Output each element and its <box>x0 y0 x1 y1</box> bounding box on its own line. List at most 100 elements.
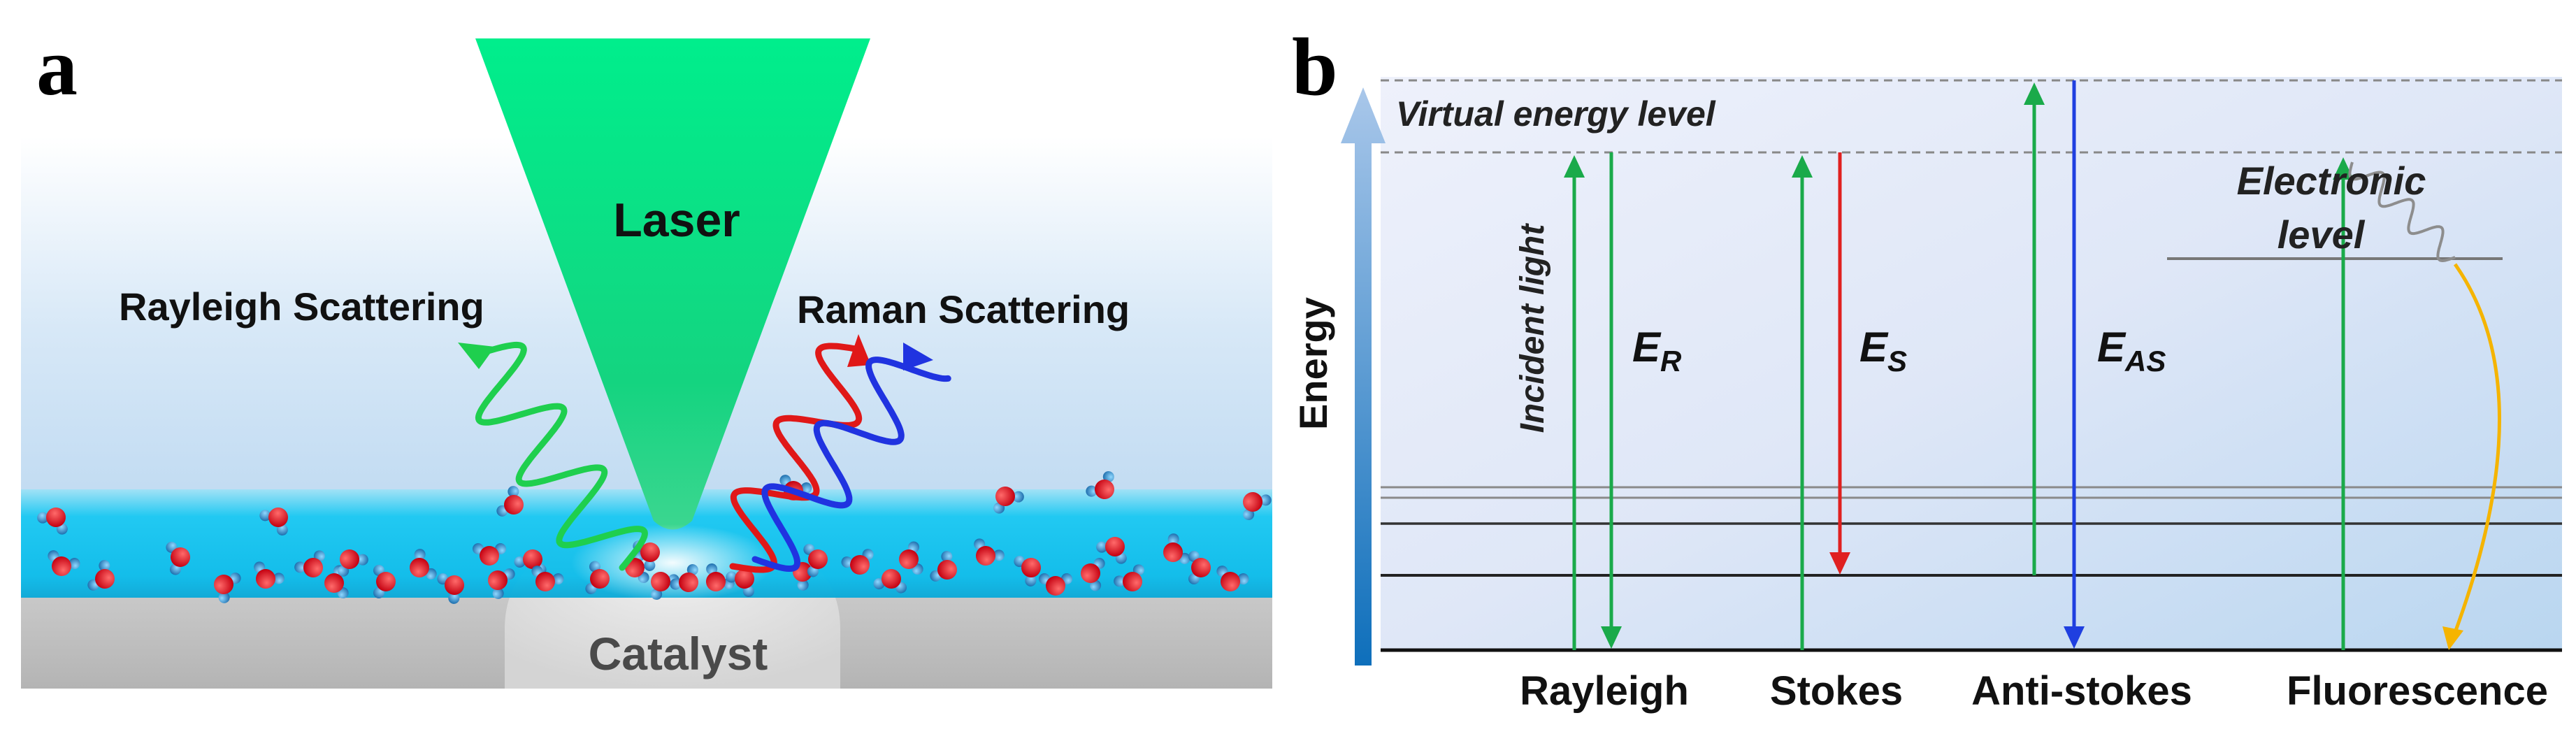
oxygen-atom <box>808 549 828 569</box>
hydrogen-atom <box>357 554 368 566</box>
hydrogen-atom <box>514 556 526 568</box>
raman-antistokes-arrowhead <box>903 343 933 370</box>
hydrogen-atom <box>1114 575 1125 587</box>
rayleigh-scattering-label: Rayleigh Scattering <box>119 285 484 329</box>
oxygen-atom <box>976 546 995 566</box>
oxygen-atom <box>651 572 670 591</box>
oxygen-atom <box>95 569 115 589</box>
e-as-main: E <box>2097 324 2127 370</box>
water-molecule <box>1188 551 1211 584</box>
water-molecules <box>37 471 1272 604</box>
oxygen-atom <box>504 495 524 515</box>
oxygen-atom <box>1021 558 1041 577</box>
water-molecule <box>585 561 610 595</box>
water-molecule <box>531 566 564 591</box>
e-s-main: E <box>1859 324 1889 370</box>
water-molecule <box>1163 533 1190 564</box>
e-s-label: ES <box>1859 324 1907 377</box>
stokes-scattered-arrowhead <box>1829 552 1850 575</box>
energy-axis-arrow <box>1341 87 1386 666</box>
column-label-fluorescence: Fluorescence <box>2287 668 2548 714</box>
oxygen-atom <box>882 569 901 589</box>
oxygen-atom <box>679 573 698 592</box>
oxygen-atom <box>523 549 542 569</box>
e-r-label: ER <box>1632 324 1682 377</box>
rayleigh-scattered-arrowhead <box>1601 626 1622 649</box>
panel-a-letter: a <box>36 21 78 113</box>
water-molecule <box>166 541 190 575</box>
raman-stokes-arrowhead <box>847 334 871 367</box>
oxygen-atom <box>1163 542 1183 562</box>
oxygen-atom <box>52 556 71 576</box>
oxygen-atom <box>535 572 555 591</box>
oxygen-atom <box>640 542 660 562</box>
laser-label: Laser <box>613 194 740 247</box>
oxygen-atom <box>1046 576 1065 596</box>
hydrogen-atom <box>294 561 306 573</box>
hydrogen-atom <box>552 573 564 585</box>
water-molecule <box>803 543 828 577</box>
antistokes-scattered-arrowhead <box>2064 626 2085 649</box>
fluorescence-transition <box>2333 157 2501 650</box>
virtual-energy-level-label: Virtual energy level <box>1396 94 1716 134</box>
water-molecule <box>437 573 464 604</box>
water-molecule <box>993 487 1024 514</box>
water-molecule <box>1086 471 1114 499</box>
water-molecule <box>1081 557 1105 591</box>
water-molecule <box>899 541 923 575</box>
water-molecule <box>373 565 396 598</box>
rayleigh-incident-arrowhead <box>1564 155 1585 178</box>
oxygen-atom <box>995 487 1015 506</box>
oxygen-atom <box>1221 572 1240 591</box>
hydrogen-atom <box>993 549 1005 561</box>
incident-light-label: Incident light <box>1514 223 1551 433</box>
e-s-sub: S <box>1887 345 1907 377</box>
water-molecule <box>873 569 907 593</box>
oxygen-atom <box>1081 563 1100 583</box>
oxygen-atom <box>268 508 288 527</box>
column-label-anti-stokes: Anti-stokes <box>1971 668 2192 714</box>
rayleigh-arrowhead <box>458 343 495 369</box>
hydrogen-atom <box>276 524 288 535</box>
water-molecule <box>1096 537 1127 564</box>
water-molecule <box>974 538 1005 566</box>
water-molecule <box>1014 556 1041 587</box>
water-molecule <box>87 560 115 591</box>
oxygen-atom <box>303 558 323 577</box>
rayleigh-scattered-wave <box>475 341 648 571</box>
oxygen-atom <box>376 572 396 591</box>
oxygen-atom <box>850 555 870 575</box>
water-molecule <box>1243 492 1272 520</box>
water-molecule <box>259 508 288 535</box>
antistokes-transition <box>2024 80 2085 649</box>
water-molecule <box>338 549 368 577</box>
oxygen-atom <box>488 570 508 590</box>
water-molecule <box>254 561 285 589</box>
water-molecule <box>1216 566 1249 591</box>
fluorescence-emission-arrow <box>2452 263 2501 637</box>
panel-b: b Virtual energy level Energy Incident l… <box>1291 21 2562 714</box>
oxygen-atom <box>46 508 66 527</box>
hydrogen-atom <box>706 563 718 575</box>
hydrogen-atom <box>686 564 698 576</box>
e-as-label: EAS <box>2097 324 2166 377</box>
hydrogen-atom <box>1096 541 1108 553</box>
hydrogen-atom <box>726 571 737 583</box>
water-molecule <box>930 551 957 582</box>
oxygen-atom <box>899 549 919 569</box>
oxygen-atom <box>1123 572 1142 591</box>
oxygen-atom <box>1105 537 1125 556</box>
hydrogen-atom <box>1260 494 1272 506</box>
hydrogen-atom <box>1167 533 1179 545</box>
hydrogen-atom <box>1102 471 1114 483</box>
hydrogen-atom <box>273 573 285 584</box>
hydrogen-atom <box>492 587 504 599</box>
oxygen-atom <box>324 573 344 593</box>
stokes-transition <box>1792 152 1850 650</box>
water-molecule <box>726 569 754 597</box>
water-molecule <box>294 550 325 577</box>
water-molecule <box>48 550 80 576</box>
column-label-rayleigh: Rayleigh <box>1520 668 1689 714</box>
hydrogen-atom <box>941 551 953 563</box>
